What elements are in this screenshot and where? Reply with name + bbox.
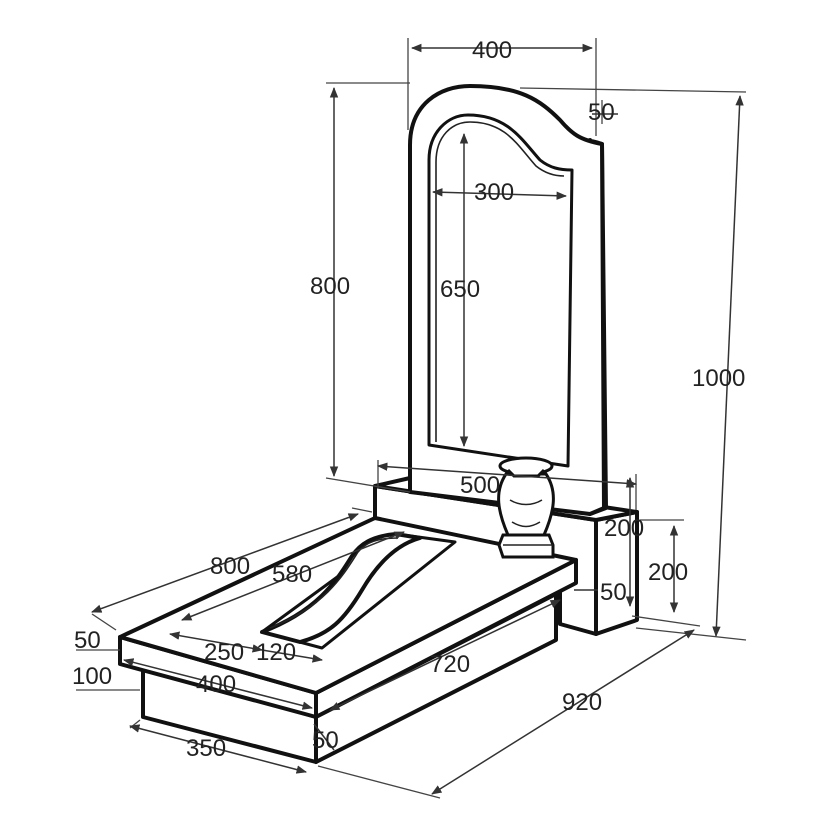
dimension-lines: [76, 38, 747, 799]
label-total-height: 1000: [692, 365, 745, 392]
label-base-offset: 50: [312, 727, 339, 754]
label-base-width: 350: [186, 735, 226, 762]
label-base-height: 100: [72, 663, 112, 690]
label-pedestal-offset: 50: [600, 579, 627, 606]
label-inner-width: 300: [474, 179, 514, 206]
label-side-length: 720: [430, 651, 470, 678]
label-flower-bed-length: 580: [272, 561, 312, 588]
label-total-length: 920: [562, 689, 602, 716]
stele-inner-panel: [427, 113, 574, 468]
label-gap-left: 250: [204, 639, 244, 666]
stele-inner-panel-depth: [435, 121, 565, 442]
label-pedestal-height: 200: [648, 559, 688, 586]
dimension-labels: 400 50 800 300 650 1000 500 200 200 50 8…: [72, 37, 745, 762]
label-stele-height: 800: [310, 273, 350, 300]
label-stele-thickness: 50: [588, 99, 615, 126]
label-stele-width: 400: [472, 37, 512, 64]
monument-outline: [118, 84, 639, 764]
label-gap-right: 120: [256, 639, 296, 666]
label-frame-length: 800: [210, 553, 250, 580]
label-front-width: 400: [196, 671, 236, 698]
label-frame-thickness: 50: [74, 627, 101, 654]
label-plinth-height: 200: [604, 515, 644, 542]
label-inner-height: 650: [440, 276, 480, 303]
vase: [497, 456, 555, 559]
label-plinth-width: 500: [460, 472, 500, 499]
